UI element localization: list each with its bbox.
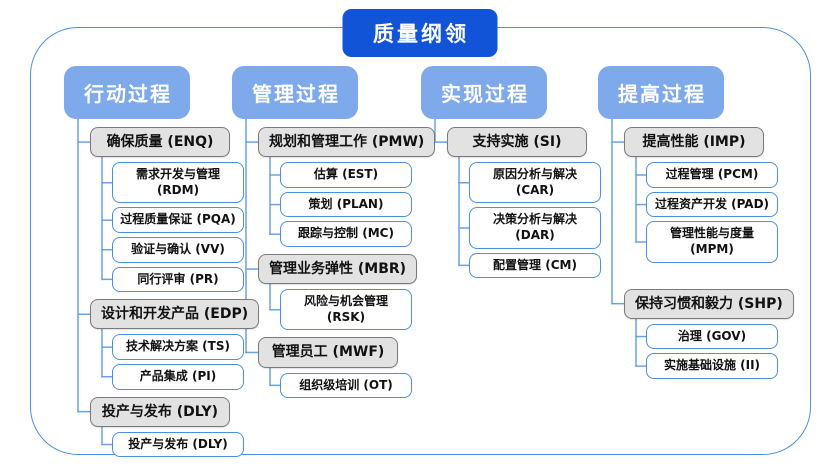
group-box: 提高性能 (IMP) (624, 127, 764, 158)
group-children: 过程管理 (PCM) 过程资产开发 (PAD) 管理性能与度量 (MPM) (646, 162, 794, 263)
item-box: 估算 (EST) (280, 162, 412, 188)
group-box: 管理员工 (MWF) (258, 337, 398, 368)
group-box: 支持实施 (SI) (447, 127, 587, 158)
process-group: 提高性能 (IMP) 过程管理 (PCM) 过程资产开发 (PAD) 管理性能与度量 … (598, 127, 794, 263)
item-box: 需求开发与管理 (RDM) (112, 162, 244, 204)
process-group: 管理业务弹性 (MBR) 风险与机会管理 (RSK) (232, 253, 435, 331)
item-box: 验证与确认 (VV) (112, 236, 244, 263)
process-column-3: 实现过程支持实施 (SI) 原因分析与解决 (CAR)决策分析与解决 (DAR) 配… (421, 66, 601, 279)
column-groups: 支持实施 (SI) 原因分析与解决 (CAR)决策分析与解决 (DAR) 配置管理 … (421, 127, 601, 279)
process-column-4: 提高过程提高性能 (IMP) 过程管理 (PCM) 过程资产开发 (PAD) 管理性能… (598, 66, 794, 379)
process-group: 投产与发布 (DLY) 投产与发布 (DLY) (64, 396, 259, 458)
item-box: 产品集成 (PI) (112, 363, 244, 390)
group-box: 保持习惯和毅力 (SHP) (624, 288, 794, 319)
process-column-1: 行动过程确保质量 (ENQ) 需求开发与管理 (RDM) 过程质量保证 (PQA) 验… (64, 66, 260, 458)
process-column-2: 管理过程规划和管理工作 (PMW) 估算 (EST) 策划 (PLAN) 跟踪与控制 … (232, 66, 436, 399)
item-box: 配置管理 (CM) (469, 252, 601, 279)
group-box: 规划和管理工作 (PMW) (258, 127, 436, 158)
process-group: 管理员工 (MWF) 组织级培训 (OT) (232, 337, 435, 399)
column-header: 管理过程 (232, 66, 358, 119)
group-children: 需求开发与管理 (RDM) 过程质量保证 (PQA) 验证与确认 (VV) 同行评审 … (112, 162, 259, 293)
group-box: 管理业务弹性 (MBR) (258, 253, 418, 285)
process-group: 设计和开发产品 (EDP) 技术解决方案 (TS) 产品集成 (PI) (64, 299, 260, 390)
item-box: 原因分析与解决 (CAR) (469, 162, 601, 204)
column-groups: 规划和管理工作 (PMW) 估算 (EST) 策划 (PLAN) 跟踪与控制 (MC)… (232, 127, 436, 399)
group-box: 设计和开发产品 (EDP) (90, 299, 260, 330)
item-box: 过程资产开发 (PAD) (646, 191, 778, 218)
group-children: 估算 (EST) 策划 (PLAN) 跟踪与控制 (MC) (280, 162, 435, 247)
item-box: 同行评审 (PR) (112, 266, 244, 293)
process-group: 支持实施 (SI) 原因分析与解决 (CAR)决策分析与解决 (DAR) 配置管理 … (421, 127, 601, 279)
item-box: 跟踪与控制 (MC) (280, 221, 412, 247)
group-children: 技术解决方案 (TS) 产品集成 (PI) (112, 334, 259, 390)
item-box: 组织级培训 (OT) (280, 372, 412, 399)
group-children: 原因分析与解决 (CAR)决策分析与解决 (DAR) 配置管理 (CM) (469, 162, 601, 279)
item-box: 策划 (PLAN) (280, 191, 412, 218)
column-groups: 提高性能 (IMP) 过程管理 (PCM) 过程资产开发 (PAD) 管理性能与度量 … (598, 127, 794, 379)
item-box: 管理性能与度量 (MPM) (646, 221, 778, 263)
item-box: 技术解决方案 (TS) (112, 334, 244, 360)
group-children: 投产与发布 (DLY) (112, 431, 259, 458)
group-children: 组织级培训 (OT) (280, 372, 435, 399)
item-box: 投产与发布 (DLY) (112, 431, 244, 458)
item-box: 决策分析与解决 (DAR) (469, 207, 601, 249)
column-header: 提高过程 (598, 66, 724, 119)
group-children: 风险与机会管理 (RSK) (280, 289, 435, 331)
item-box: 风险与机会管理 (RSK) (280, 289, 412, 331)
process-group: 规划和管理工作 (PMW) 估算 (EST) 策划 (PLAN) 跟踪与控制 (MC) (232, 127, 436, 247)
column-groups: 确保质量 (ENQ) 需求开发与管理 (RDM) 过程质量保证 (PQA) 验证与确认… (64, 127, 260, 458)
group-children: 治理 (GOV) 实施基础设施 (II) (646, 323, 794, 379)
process-group: 保持习惯和毅力 (SHP) 治理 (GOV) 实施基础设施 (II) (598, 288, 794, 379)
item-box: 过程管理 (PCM) (646, 162, 778, 188)
column-header: 实现过程 (421, 66, 547, 119)
diagram-title: 质量纲领 (342, 9, 497, 57)
item-box: 治理 (GOV) (646, 323, 778, 350)
process-group: 确保质量 (ENQ) 需求开发与管理 (RDM) 过程质量保证 (PQA) 验证与确认… (64, 127, 259, 293)
item-box: 过程质量保证 (PQA) (112, 207, 244, 233)
column-header: 行动过程 (64, 66, 190, 119)
group-box: 投产与发布 (DLY) (90, 396, 230, 427)
group-box: 确保质量 (ENQ) (90, 127, 230, 158)
item-box: 实施基础设施 (II) (646, 353, 778, 379)
